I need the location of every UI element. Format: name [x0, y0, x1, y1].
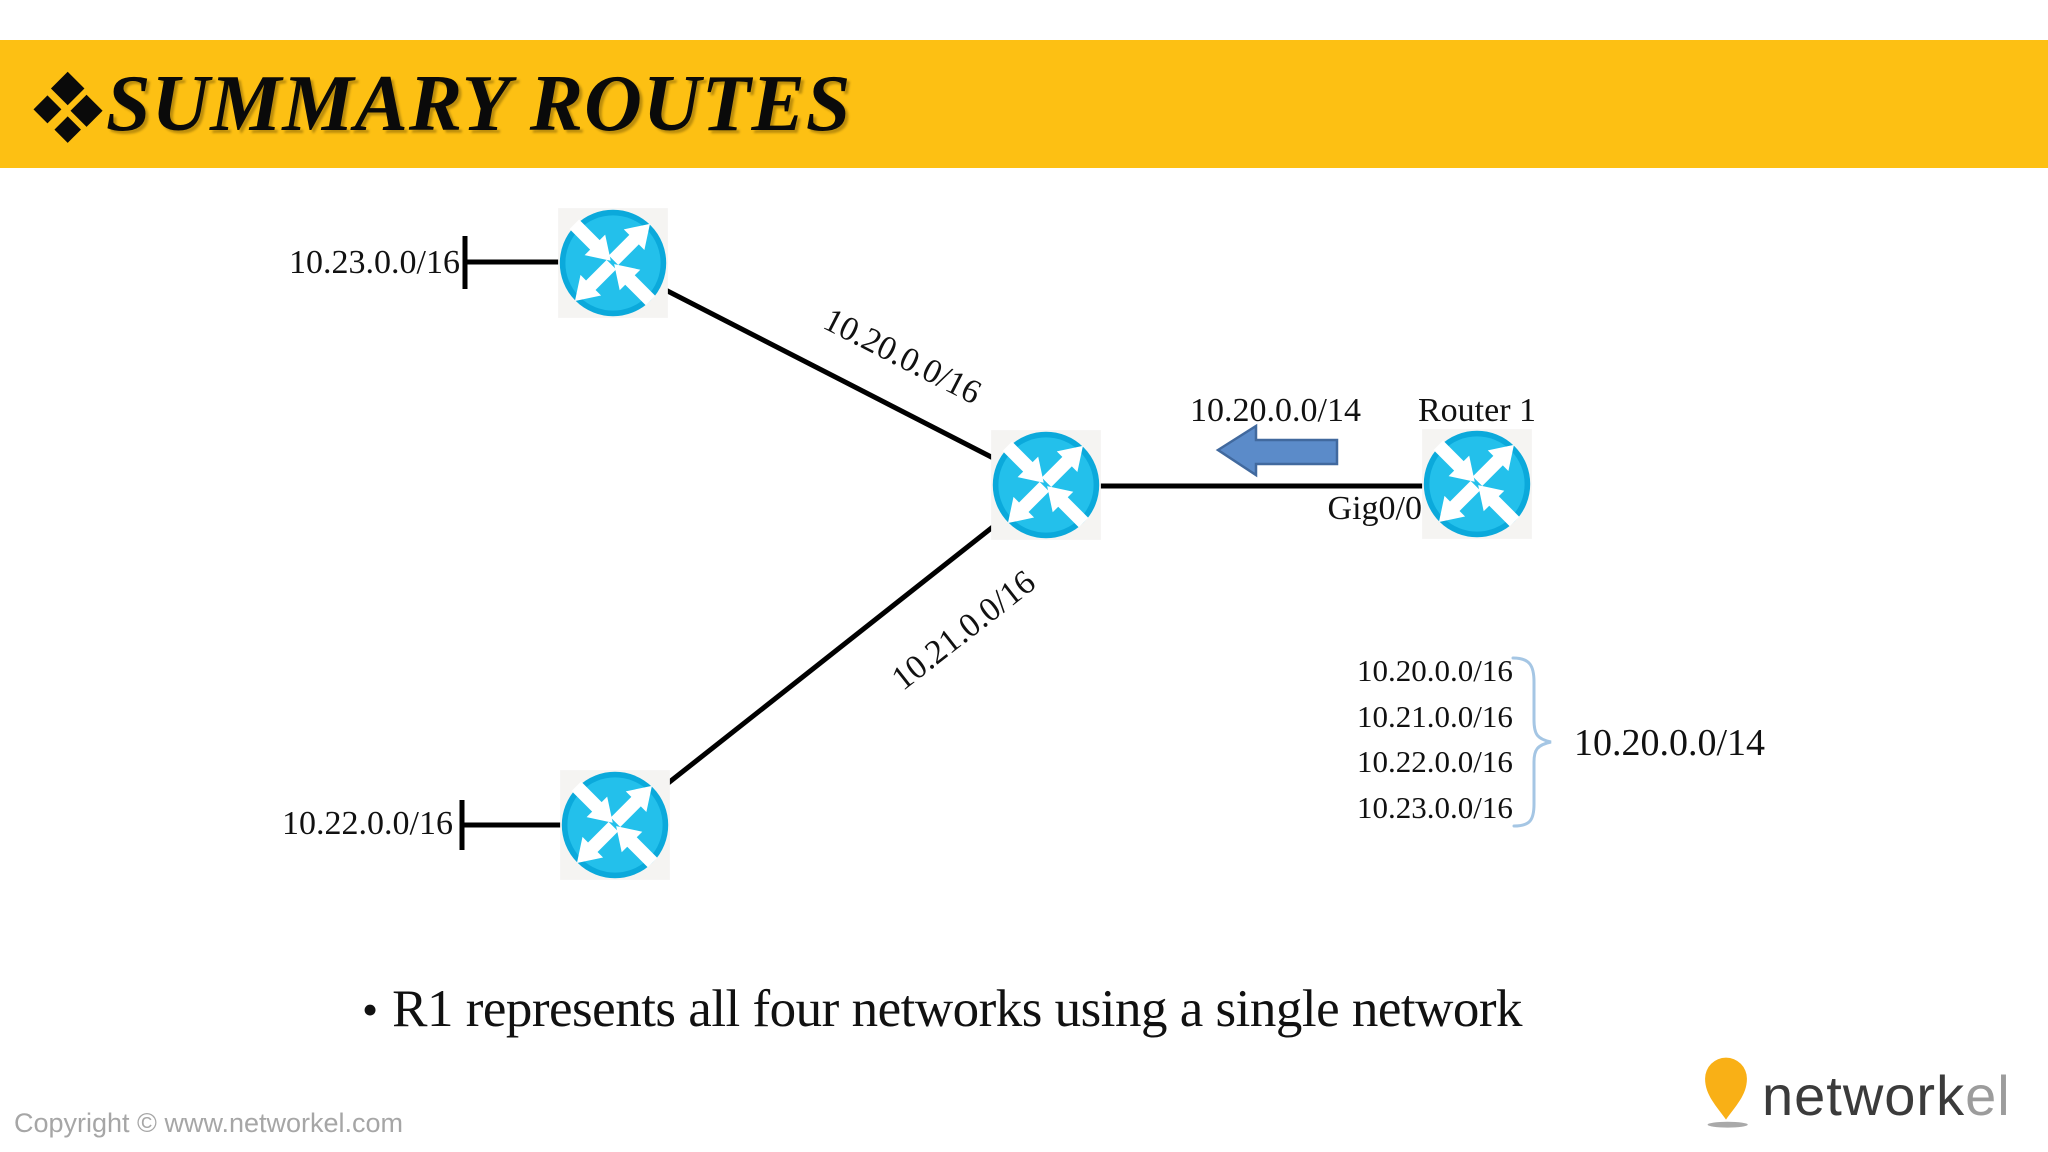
- title-banner: SUMMARY ROUTES: [0, 40, 2048, 168]
- link-bottom-line: [613, 483, 1048, 827]
- router-1-icon: [1421, 428, 1533, 540]
- route-list-item: 10.21.0.0/16: [1357, 698, 1513, 734]
- page-title: SUMMARY ROUTES: [106, 60, 852, 148]
- router-top-left-icon: [557, 207, 669, 319]
- summary-route-list: 10.20.0.0/16 10.21.0.0/16 10.22.0.0/16 1…: [1357, 648, 1513, 830]
- logo-text: networkel: [1762, 1066, 2011, 1126]
- bullet-marker: •: [362, 984, 379, 1035]
- networkel-logo: networkel: [1698, 1056, 2011, 1128]
- copyright-notice: Copyright © www.networkel.com: [14, 1108, 404, 1138]
- interface-label: Gig0/0: [1327, 490, 1422, 527]
- route-list-item: 10.20.0.0/16: [1357, 653, 1513, 688]
- route-list-item: 10.22.0.0/16: [1357, 744, 1513, 779]
- link-top-line: [611, 260, 1048, 488]
- router1-name-label: Router 1: [1418, 392, 1537, 429]
- logo-text-secondary: el: [1965, 1064, 2011, 1127]
- router-bottom-left-icon: [559, 769, 671, 881]
- bullet-point: • R1 represents all four networks using …: [362, 978, 1523, 1042]
- summary-result-label: 10.20.0.0/14: [1574, 722, 1766, 764]
- bullet-text: R1 represents all four networks using a …: [392, 980, 1523, 1038]
- location-pin-icon: [1705, 1057, 1748, 1128]
- stub-network-bottom-label: 10.22.0.0/16: [282, 805, 453, 842]
- diamond-decoration-icon: [33, 71, 103, 143]
- logo-text-primary: network: [1762, 1064, 1966, 1127]
- advertised-summary-label: 10.20.0.0/14: [1190, 392, 1361, 429]
- route-list-item: 10.23.0.0/16: [1357, 789, 1513, 825]
- router-center-icon: [990, 429, 1102, 541]
- summary-arrow-icon: [1215, 423, 1339, 478]
- brace-icon: [1511, 656, 1552, 828]
- stub-network-top-label: 10.23.0.0/16: [289, 244, 460, 281]
